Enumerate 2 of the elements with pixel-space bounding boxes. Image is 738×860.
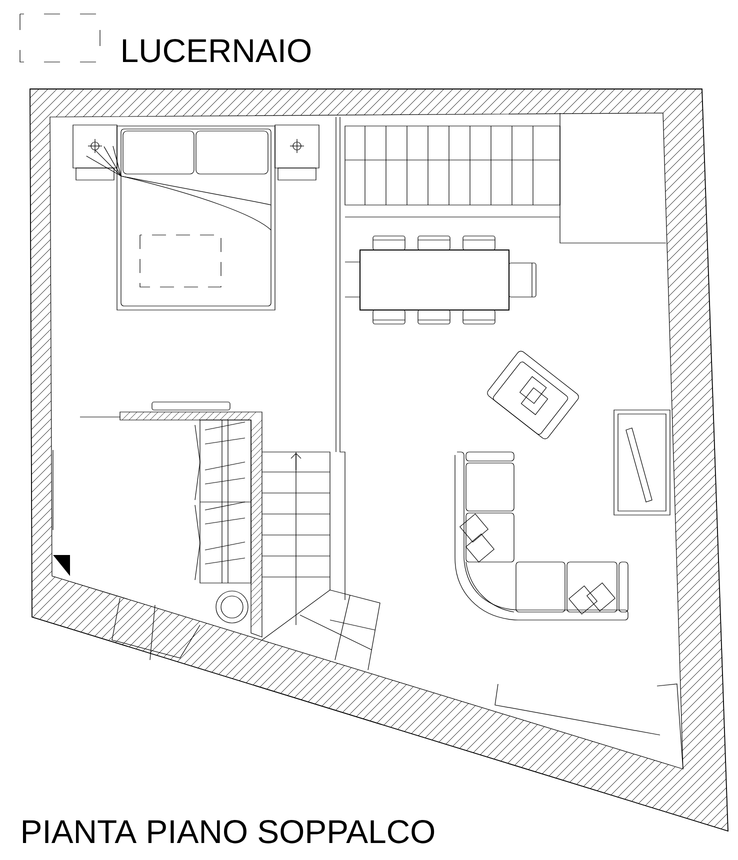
legend-label: LUCERNAIO [123,39,311,62]
plan-title: PIANTA PIANO SOPPALCO [23,820,434,844]
